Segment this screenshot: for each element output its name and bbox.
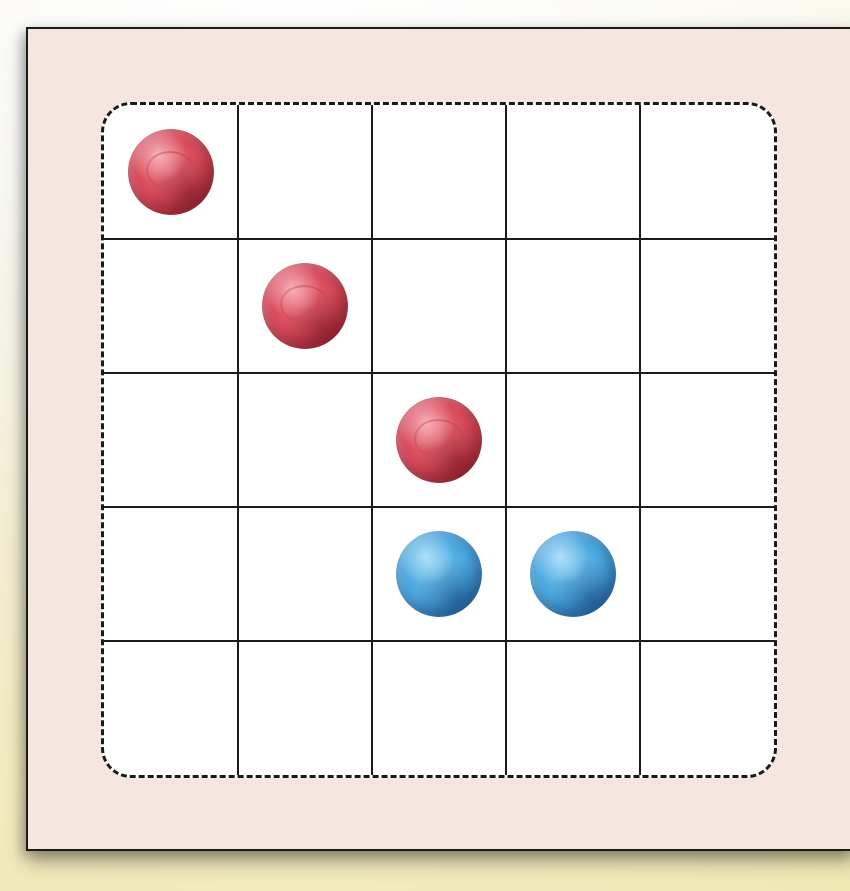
grid-line-horizontal [104, 506, 774, 508]
grid-cell-r3-c0[interactable] [104, 507, 238, 641]
grid-cell-r0-c2[interactable] [372, 105, 506, 239]
blue-clay-ball[interactable] [530, 531, 616, 617]
grid-cell-r4-c4[interactable] [640, 641, 774, 775]
grid-cell-r2-c4[interactable] [640, 373, 774, 507]
red-clay-ball[interactable] [262, 263, 348, 349]
grid-cell-r2-c0[interactable] [104, 373, 238, 507]
grid-cell-r0-c1[interactable] [238, 105, 372, 239]
red-clay-ball[interactable] [128, 129, 214, 215]
grid-cell-r1-c3[interactable] [506, 239, 640, 373]
grid-line-vertical [237, 105, 239, 775]
grid-line-horizontal [104, 372, 774, 374]
grid-line-horizontal [104, 640, 774, 642]
grid-cell-r4-c0[interactable] [104, 641, 238, 775]
grid-cell-r2-c3[interactable] [506, 373, 640, 507]
grid-cell-r1-c4[interactable] [640, 239, 774, 373]
grid-line-vertical [639, 105, 641, 775]
grid-cell-r0-c4[interactable] [640, 105, 774, 239]
grid-cell-r2-c1[interactable] [238, 373, 372, 507]
grid-line-horizontal [104, 238, 774, 240]
grid-cell-r4-c2[interactable] [372, 641, 506, 775]
grid-cell-r3-c4[interactable] [640, 507, 774, 641]
grid-cell-r4-c3[interactable] [506, 641, 640, 775]
game-grid[interactable] [101, 102, 777, 778]
grid-line-vertical [505, 105, 507, 775]
red-clay-ball[interactable] [396, 397, 482, 483]
grid-line-vertical [371, 105, 373, 775]
blue-clay-ball[interactable] [396, 531, 482, 617]
grid-cell-r3-c1[interactable] [238, 507, 372, 641]
grid-cell-r4-c1[interactable] [238, 641, 372, 775]
grid-cell-r1-c2[interactable] [372, 239, 506, 373]
grid-cell-r0-c3[interactable] [506, 105, 640, 239]
grid-cell-r1-c0[interactable] [104, 239, 238, 373]
